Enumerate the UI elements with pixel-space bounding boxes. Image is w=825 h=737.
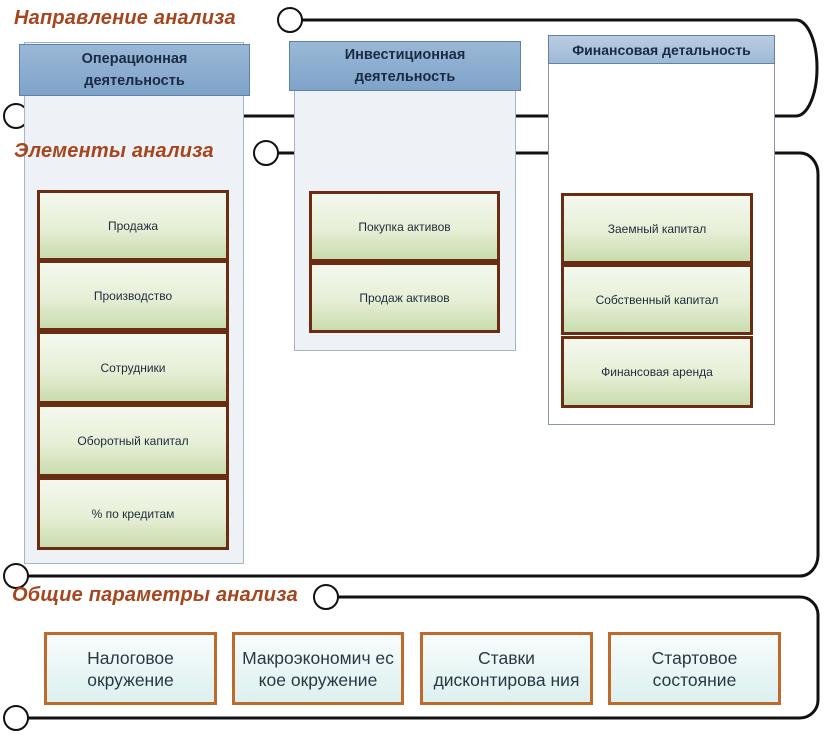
element-box: Финансовая аренда: [561, 336, 753, 408]
element-box: Заемный капитал: [561, 193, 753, 264]
element-box: Оборотный капитал: [37, 404, 229, 477]
element-box: Собственный капитал: [561, 264, 753, 335]
connector-ring-direction-start: [277, 7, 303, 33]
connector-ring-elements-end: [3, 563, 29, 589]
param-box-macro: Макроэкономич ес кое окружение: [232, 632, 404, 705]
element-box: Покупка активов: [309, 191, 500, 262]
section-title-direction: Направление анализа: [14, 7, 236, 29]
element-box: Производство: [37, 260, 229, 331]
connector-ring-general-end: [3, 705, 29, 731]
element-box: Сотрудники: [37, 331, 229, 404]
param-box-tax: Налоговое окружение: [44, 632, 217, 705]
column-header-operational: Операционная деятельность: [19, 44, 250, 96]
param-box-discount: Ставки дисконтирова ния: [420, 632, 593, 705]
section-title-general: Общие параметры анализа: [12, 584, 298, 606]
param-box-start: Стартовое состояние: [608, 632, 781, 705]
element-box: Продажа: [37, 190, 229, 261]
column-header-financial: Финансовая детальность: [548, 35, 775, 64]
element-box: Продаж активов: [309, 262, 500, 333]
section-title-elements: Элементы анализа: [14, 140, 214, 162]
connector-ring-elements-start: [253, 140, 279, 166]
connector-ring-general-start: [313, 584, 339, 610]
element-box: % по кредитам: [37, 477, 229, 550]
column-header-investment: Инвестиционная деятельность: [289, 41, 521, 91]
